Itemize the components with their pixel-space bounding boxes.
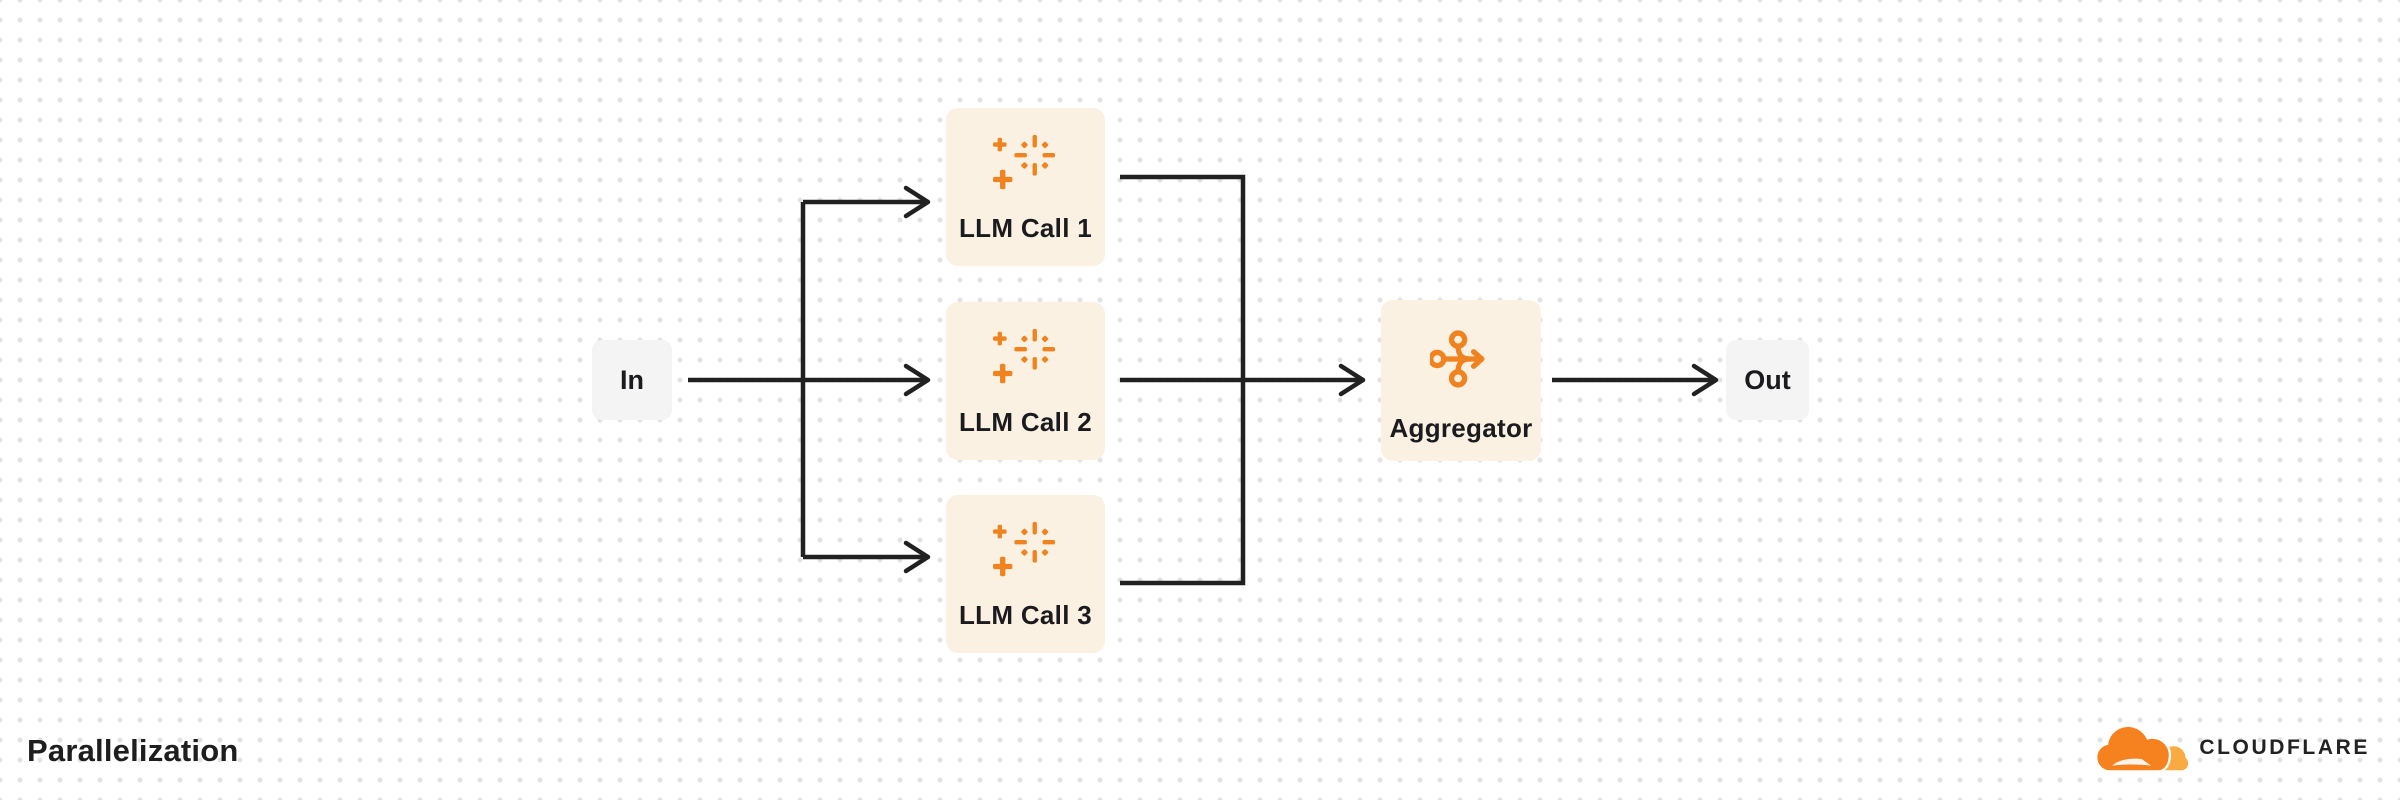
node-llm-call-1-label: LLM Call 1 xyxy=(958,213,1092,243)
node-llm-call-3: LLM Call 3 xyxy=(946,495,1105,653)
diagram-title: Parallelization xyxy=(27,733,239,768)
node-out-label: Out xyxy=(1744,364,1791,395)
node-llm-call-3-label: LLM Call 3 xyxy=(958,600,1092,630)
node-out: Out xyxy=(1726,340,1809,420)
ai-sparkles-icon xyxy=(992,521,1059,579)
node-in-label: In xyxy=(620,364,644,395)
cloudflare-wordmark: CLOUDFLARE xyxy=(2199,736,2370,759)
cloudflare-cloud-icon xyxy=(2090,722,2190,776)
node-aggregator: Aggregator xyxy=(1381,300,1541,461)
cloudflare-logo: CLOUDFLARE xyxy=(2090,722,2370,776)
node-llm-call-2-label: LLM Call 2 xyxy=(958,407,1092,437)
ai-sparkles-icon xyxy=(992,328,1059,386)
node-llm-call-1: LLM Call 1 xyxy=(946,108,1105,266)
node-in: In xyxy=(592,340,672,420)
ai-sparkles-icon xyxy=(992,134,1059,192)
node-aggregator-label: Aggregator xyxy=(1389,413,1533,443)
merge-arrow-icon xyxy=(1430,329,1492,389)
node-llm-call-2: LLM Call 2 xyxy=(946,302,1105,460)
